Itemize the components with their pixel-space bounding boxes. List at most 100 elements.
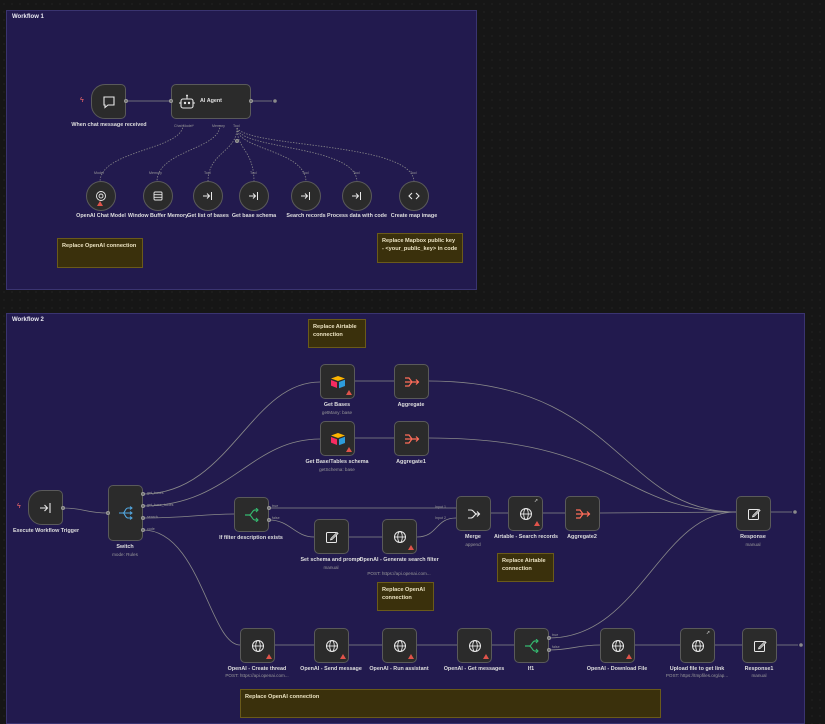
switch-port-label-code: code <box>147 527 155 531</box>
if1-true-label: true <box>552 633 559 637</box>
globe-icon <box>393 639 407 653</box>
process-data-with-code-label: Process data with code <box>327 213 387 219</box>
download-file-label: OpenAI - Download File <box>586 666 648 672</box>
ai-agent-input-port[interactable] <box>169 99 173 103</box>
openai-generate-warning-icon <box>408 545 414 550</box>
execute-trigger-label: Execute Workflow Trigger <box>12 528 80 534</box>
create-thread-sub: POST: https://api.openai.com... <box>225 673 289 678</box>
switch-sub: mode: Rules <box>112 552 138 557</box>
switch-label: Switch <box>116 544 134 550</box>
openai-chat-model-label: OpenAI Chat Model <box>76 213 126 219</box>
sticky-note-replace-openai-mid[interactable]: Replace OpenAI connection <box>377 582 434 611</box>
if-filter-false-port[interactable] <box>267 518 271 522</box>
trigger-bolt-icon: ϟ <box>80 97 84 104</box>
aggregate-label: Aggregate <box>397 402 425 408</box>
node-response1[interactable] <box>742 628 777 663</box>
code-brackets-icon <box>408 190 420 202</box>
node-window-buffer-memory[interactable] <box>143 181 173 211</box>
response-sub: manual <box>745 542 761 547</box>
execute-trigger-output-port[interactable] <box>61 506 65 510</box>
node-aggregate1[interactable] <box>394 421 429 456</box>
node-if1[interactable] <box>514 628 549 663</box>
sticky-note-replace-openai[interactable]: Replace OpenAI connection <box>57 238 143 268</box>
node-if-filter-description[interactable] <box>234 497 269 532</box>
sub-port-tool-4: Tool <box>353 171 360 175</box>
node-openai-chat-model[interactable] <box>86 181 116 211</box>
sub-port-memory: Memory <box>149 171 162 175</box>
workflow-2-title: Workflow 2 <box>12 317 44 323</box>
openai-generate-label: OpenAI - Generate search filter <box>359 557 439 563</box>
switch-output-code[interactable] <box>141 528 145 532</box>
if-filter-true-port[interactable] <box>267 506 271 510</box>
node-ai-agent[interactable] <box>171 84 251 119</box>
if1-false-label: false <box>552 645 560 649</box>
node-openai-download-file[interactable] <box>600 628 635 663</box>
send-message-label: OpenAI - Send message <box>300 666 362 672</box>
send-message-warning-icon <box>340 654 346 659</box>
if1-true-port[interactable] <box>547 636 551 640</box>
get-bases-label: Get Bases <box>323 402 351 408</box>
switch-port-label-search: search <box>147 515 158 519</box>
aggregate-icon <box>575 507 591 521</box>
sub-port-tool-2: Tool <box>250 171 257 175</box>
switch-icon <box>118 506 134 520</box>
node-switch[interactable] <box>108 485 143 541</box>
node-merge[interactable] <box>456 496 491 531</box>
node-set-schema-prompt[interactable] <box>314 519 349 554</box>
node-response[interactable] <box>736 496 771 531</box>
get-base-tables-schema-sub: getSchema: base <box>319 467 355 472</box>
sub-port-tool-3: Tool <box>302 171 309 175</box>
agent-port-memory: Memory <box>212 124 225 128</box>
node-get-base-tables-schema[interactable] <box>320 421 355 456</box>
sticky-note-replace-airtable-mid[interactable]: Replace Airtable connection <box>497 553 554 582</box>
globe-icon <box>611 639 625 653</box>
sticky-note-replace-airtable-top[interactable]: Replace Airtable connection <box>308 319 366 348</box>
airtable-logo-icon <box>330 432 346 446</box>
trigger-bolt-icon: ϟ <box>17 503 21 510</box>
pencil-edit-icon <box>325 530 339 544</box>
aggregate2-label: Aggregate2 <box>567 534 597 540</box>
node-execute-workflow-trigger[interactable] <box>28 490 63 525</box>
node-create-map-image[interactable] <box>399 181 429 211</box>
node-aggregate[interactable] <box>394 364 429 399</box>
run-assistant-label: OpenAI - Run assistant <box>369 666 429 672</box>
switch-output-bases[interactable] <box>141 492 145 496</box>
node-get-base-schema[interactable] <box>239 181 269 211</box>
branch-icon <box>524 638 540 653</box>
sticky-note-replace-mapbox[interactable]: Replace Mapbox public key - <your_public… <box>377 233 463 263</box>
chat-trigger-output-port[interactable] <box>124 99 128 103</box>
node-upload-file[interactable] <box>680 628 715 663</box>
if1-false-port[interactable] <box>547 648 551 652</box>
node-get-list-of-bases[interactable] <box>193 181 223 211</box>
switch-output-search[interactable] <box>141 516 145 520</box>
node-openai-send-message[interactable] <box>314 628 349 663</box>
node-openai-generate-search-filter[interactable] <box>382 519 417 554</box>
node-aggregate2[interactable] <box>565 496 600 531</box>
search-records-label: Search records <box>286 213 326 219</box>
response1-sub: manual <box>751 673 767 678</box>
merge-sub: append <box>465 542 481 547</box>
ai-agent-output-port[interactable] <box>249 99 253 103</box>
globe-icon <box>519 507 533 521</box>
switch-port-label-bases: get_bases <box>147 491 164 495</box>
node-search-records[interactable] <box>291 181 321 211</box>
merge-icon <box>467 507 481 521</box>
aggregate1-label: Aggregate1 <box>396 459 426 465</box>
arrow-into-box-icon <box>300 190 312 202</box>
arrow-into-box-icon <box>351 190 363 202</box>
arrow-into-box-icon <box>248 190 260 202</box>
openai-logo-icon <box>95 190 107 202</box>
switch-input-port[interactable] <box>106 511 110 515</box>
merge-input2-label: Input 2 <box>435 516 446 520</box>
workflow-1-title: Workflow 1 <box>12 14 44 20</box>
airtable-search-label: Airtable - Search records <box>493 534 559 540</box>
globe-icon <box>468 639 482 653</box>
sticky-note-replace-openai-bottom[interactable]: Replace OpenAI connection <box>240 689 661 718</box>
switch-output-schema[interactable] <box>141 504 145 508</box>
node-chat-trigger[interactable] <box>91 84 126 119</box>
database-icon <box>152 190 164 202</box>
agent-tool-add-port[interactable] <box>235 139 239 143</box>
node-process-data-with-code[interactable] <box>342 181 372 211</box>
response1-label: Response1 <box>744 666 774 672</box>
create-map-image-label: Create map image <box>390 213 438 219</box>
